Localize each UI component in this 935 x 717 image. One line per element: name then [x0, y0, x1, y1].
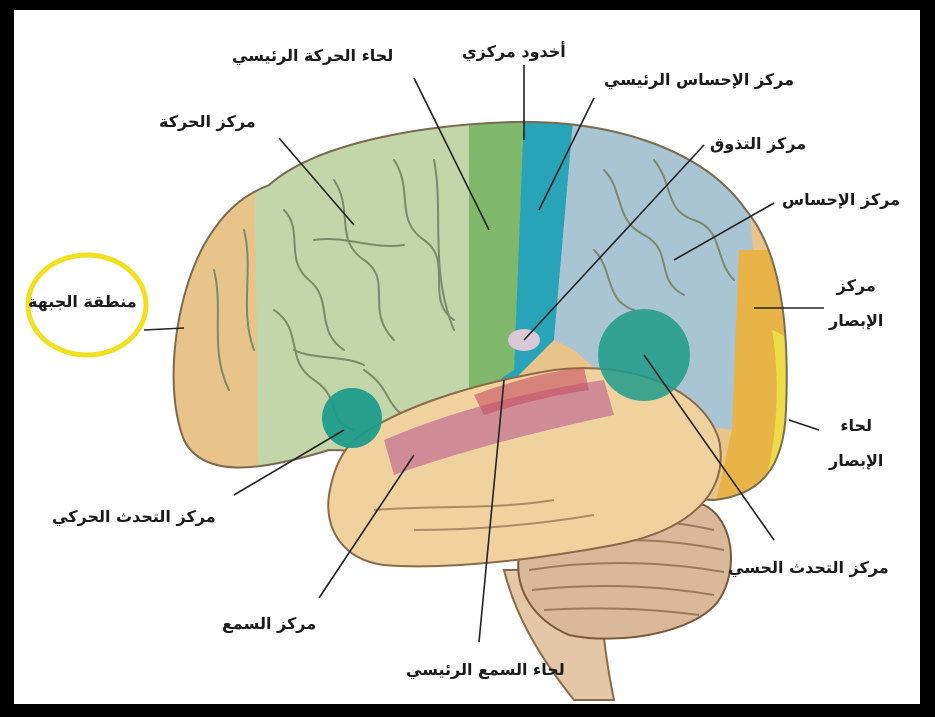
- label-visual-center: مركز الإبصار: [829, 276, 883, 332]
- label-primary-auditory-cortex: لحاء السمع الرئيسي: [406, 660, 565, 681]
- label-visual-center-line2: الإبصار: [829, 311, 883, 332]
- label-visual-cortex: لحاء الإبصار: [829, 416, 883, 472]
- label-motor-center: مركز الحركة: [159, 112, 256, 133]
- label-primary-sensory-cortex: مركز الإحساس الرئيسي: [604, 70, 794, 91]
- label-frontal-lobe: منطقة الجبهة: [28, 292, 137, 313]
- label-visual-center-line1: مركز: [837, 276, 876, 297]
- label-visual-cortex-line1: لحاء: [840, 416, 872, 437]
- brain-illustration: [14, 10, 920, 704]
- label-motor-speech-center: مركز التحدث الحركي: [52, 507, 216, 528]
- label-primary-motor-cortex: لحاء الحركة الرئيسي: [232, 46, 393, 67]
- brain-diagram: لحاء الحركة الرئيسي أخدود مركزي مركز الإ…: [14, 10, 920, 704]
- label-sensory-speech-center: مركز التحدث الحسي: [728, 558, 889, 579]
- label-sensory-center: مركز الإحساس: [782, 190, 900, 211]
- diagram-frame: لحاء الحركة الرئيسي أخدود مركزي مركز الإ…: [14, 10, 920, 704]
- label-taste-center: مركز التذوق: [710, 134, 806, 155]
- label-central-sulcus: أخدود مركزي: [462, 42, 566, 63]
- label-visual-cortex-line2: الإبصار: [829, 451, 883, 472]
- motor-speech-center: [322, 388, 382, 448]
- label-hearing-center: مركز السمع: [222, 614, 316, 635]
